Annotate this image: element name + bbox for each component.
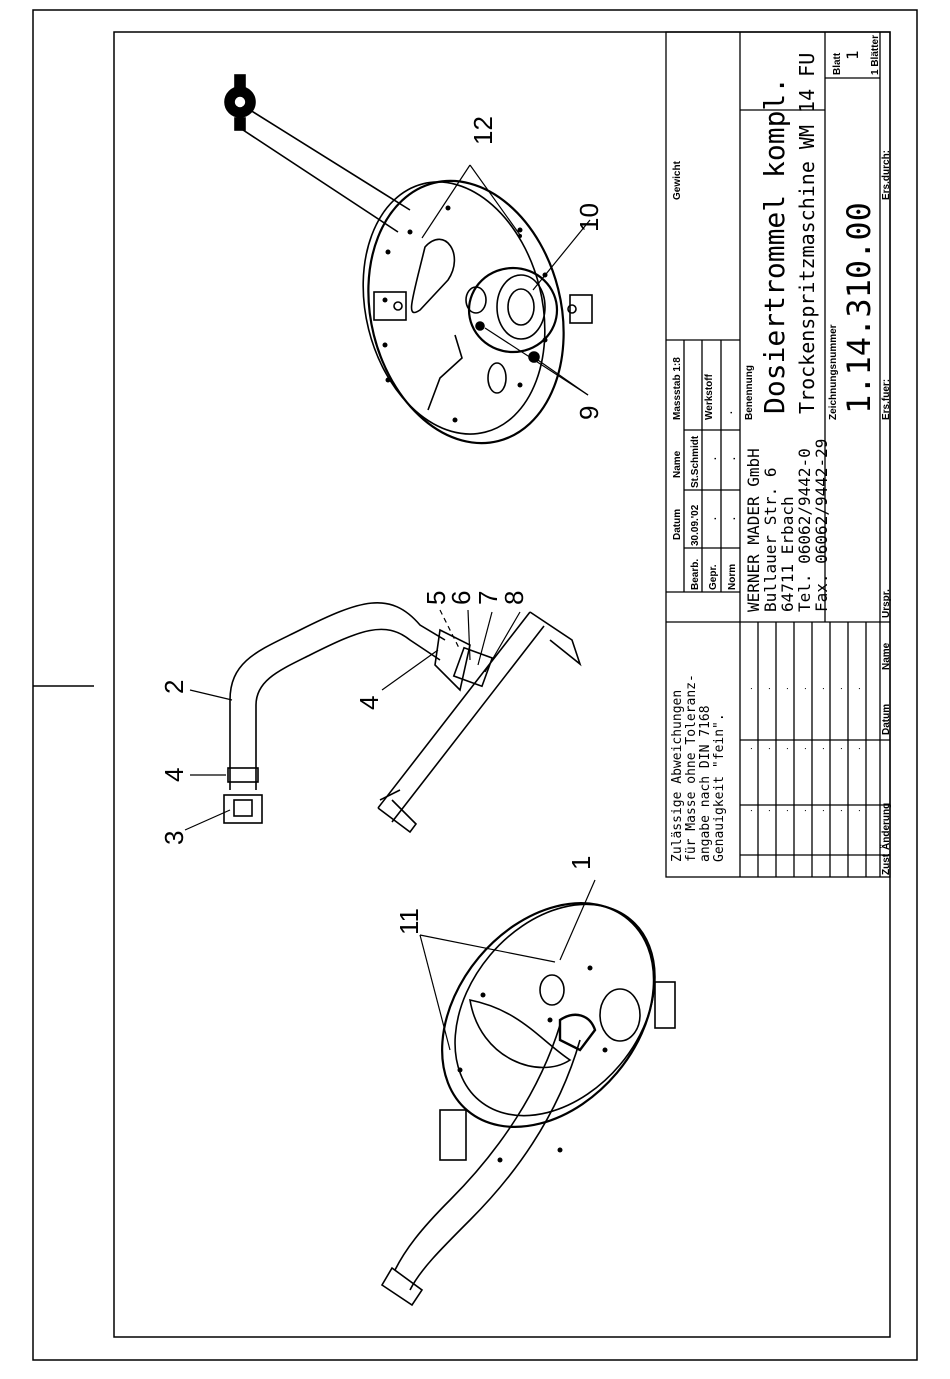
rev-dot: . (852, 809, 863, 812)
rev-dot: . (780, 747, 791, 750)
rev-dot: . (780, 809, 791, 812)
blaetter-label: 1 Blätter (870, 35, 881, 75)
approval-role-bearb: Bearb. (690, 559, 701, 590)
approval-date-bearb: 30.09.'02 (690, 504, 701, 546)
title-block: Zulässige Abweichungen für Masse ohne To… (665, 31, 892, 878)
rev-dot: . (744, 687, 755, 690)
drawing-subtitle: Trockenspritzmaschine WM 14 FU (795, 53, 819, 414)
rev-dot: . (834, 809, 845, 812)
rev-dot: . (762, 687, 773, 690)
approval-name-bearb: St.Schmidt (690, 435, 701, 488)
company-city: 64711 Erbach (778, 496, 797, 612)
tolerance-line-3: angabe nach DIN 7168 (698, 705, 713, 862)
rev-header-datum: Datum (881, 704, 892, 735)
drawing-title: Dosiertrommel kompl. (758, 77, 791, 414)
company-fax: Fax. 06062/9442-29 (812, 439, 831, 612)
approval-col-name: Name (672, 450, 683, 478)
callout-5: 5 (421, 591, 451, 605)
approval-role-gepr: Gepr. (708, 564, 719, 590)
rev-dot: . (762, 747, 773, 750)
callout-6: 6 (446, 591, 476, 605)
urspr-label: Urspr. (881, 589, 892, 618)
callout-2: 2 (159, 680, 189, 694)
rev-header-aenderung: Änderung (879, 803, 892, 850)
ers-durch-label: Ers.durch: (881, 150, 892, 200)
rev-dot: . (816, 809, 827, 812)
outer-frame (32, 9, 918, 1361)
callout-1: 1 (566, 856, 596, 870)
rev-dot: . (780, 687, 791, 690)
blatt-label: Blatt (832, 52, 843, 75)
rev-dot: . (798, 809, 809, 812)
rev-dot: . (816, 747, 827, 750)
zeichnungsnummer-label: Zeichnungsnummer (828, 324, 839, 420)
drum-plate-top-view (224, 74, 593, 445)
drum-with-hose-view (380, 902, 676, 1307)
callout-12: 12 (468, 116, 498, 145)
tolerance-line-1: Zulässige Abweichungen (670, 690, 685, 862)
approval-date-gepr: . (708, 517, 719, 520)
approval-role-norm: Norm (727, 564, 738, 590)
rev-dot: . (744, 747, 755, 750)
rev-dot: . (816, 687, 827, 690)
rev-dot: . (834, 747, 845, 750)
rev-dot: . (852, 687, 863, 690)
rev-dot: . (798, 687, 809, 690)
leader-lines (184, 164, 596, 1051)
callout-4b: 4 (354, 696, 384, 710)
benennung-label: Benennung (744, 365, 755, 420)
approval-col-datum: Datum (672, 509, 683, 540)
callout-11: 11 (394, 908, 424, 935)
approval-name-gepr: . (708, 457, 719, 460)
rev-header-name: Name (881, 642, 892, 670)
callout-9: 9 (574, 406, 604, 420)
callout-8: 8 (499, 591, 529, 605)
blatt-value: 1 (843, 50, 862, 60)
approval-name-norm: . (727, 457, 738, 460)
callout-7: 7 (473, 591, 503, 605)
company-phone: Tel. 06062/9442-0 (795, 448, 814, 612)
tolerance-line-4: Genauigkeit "fein". (712, 713, 727, 862)
drawing-number: 1.14.310.00 (840, 202, 878, 414)
rev-dot: . (798, 747, 809, 750)
approval-date-norm: . (727, 517, 738, 520)
callout-numbers: 1 2 3 4 4 5 6 7 8 9 10 11 12 (159, 116, 604, 935)
callout-10: 10 (574, 203, 604, 232)
massstab-label: Massstab 1:8 (672, 357, 683, 420)
werkstoff-label: Werkstoff (704, 373, 715, 420)
rev-dot: . (852, 747, 863, 750)
company-street: Bullauer Str. 6 (761, 468, 780, 613)
rev-dot: . (744, 809, 755, 812)
gewicht-label: Gewicht (672, 160, 683, 200)
rev-header-zust: Zust (881, 853, 892, 875)
callout-4a: 4 (159, 768, 189, 782)
tolerance-line-2: für Masse ohne Toleranz- (684, 674, 699, 862)
assembly-drawing (184, 74, 676, 1307)
werkstoff-value: . (724, 411, 735, 414)
company-name: WERNER MADER GmbH (744, 448, 763, 612)
pipe-and-frame-view (223, 602, 582, 834)
ers-fuer-label: Ers.fuer: (881, 379, 892, 420)
rev-dot: . (762, 809, 773, 812)
rev-dot: . (834, 687, 845, 690)
callout-3: 3 (159, 831, 189, 845)
